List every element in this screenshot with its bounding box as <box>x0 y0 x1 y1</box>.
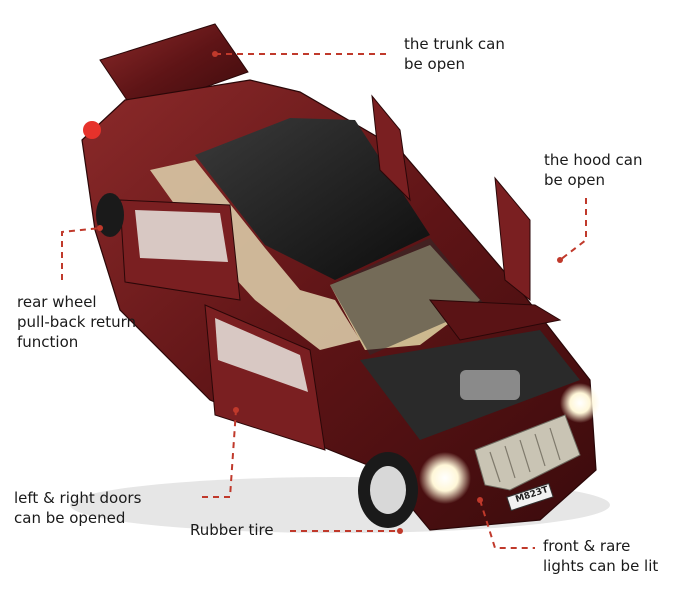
front-right-door <box>494 176 531 302</box>
rear-wheel <box>96 193 124 237</box>
car-roof <box>195 118 430 280</box>
license-plate <box>506 482 554 512</box>
label-rear-wheel: rear wheel pull-back return function <box>17 293 137 351</box>
windshield <box>330 238 485 355</box>
front-wheel-rim <box>370 466 406 514</box>
label-doors: left & right doors can be opened <box>14 489 142 527</box>
tail-light <box>83 121 101 139</box>
leader-rear-wheel <box>61 227 101 280</box>
leader-dots <box>97 51 563 534</box>
label-lights: front & rare lights can be lit <box>543 537 659 575</box>
label-tire: Rubber tire <box>190 521 274 539</box>
label-trunk: the trunk can be open <box>404 35 505 73</box>
label-hood: the hood can be open <box>544 151 643 189</box>
rear-right-door <box>371 94 411 202</box>
leader-doors <box>202 409 237 498</box>
trunk-lid <box>99 23 249 113</box>
rear-left-door-window <box>135 210 228 262</box>
leader-lines <box>61 53 587 549</box>
headlight-right-glow <box>560 383 600 423</box>
front-grille <box>474 414 581 491</box>
front-left-door-window <box>215 318 308 392</box>
engine-block <box>460 370 520 400</box>
headlight-left-glow <box>419 452 471 504</box>
hood <box>428 299 562 341</box>
leader-hood <box>559 198 587 261</box>
leader-lights <box>479 499 535 549</box>
